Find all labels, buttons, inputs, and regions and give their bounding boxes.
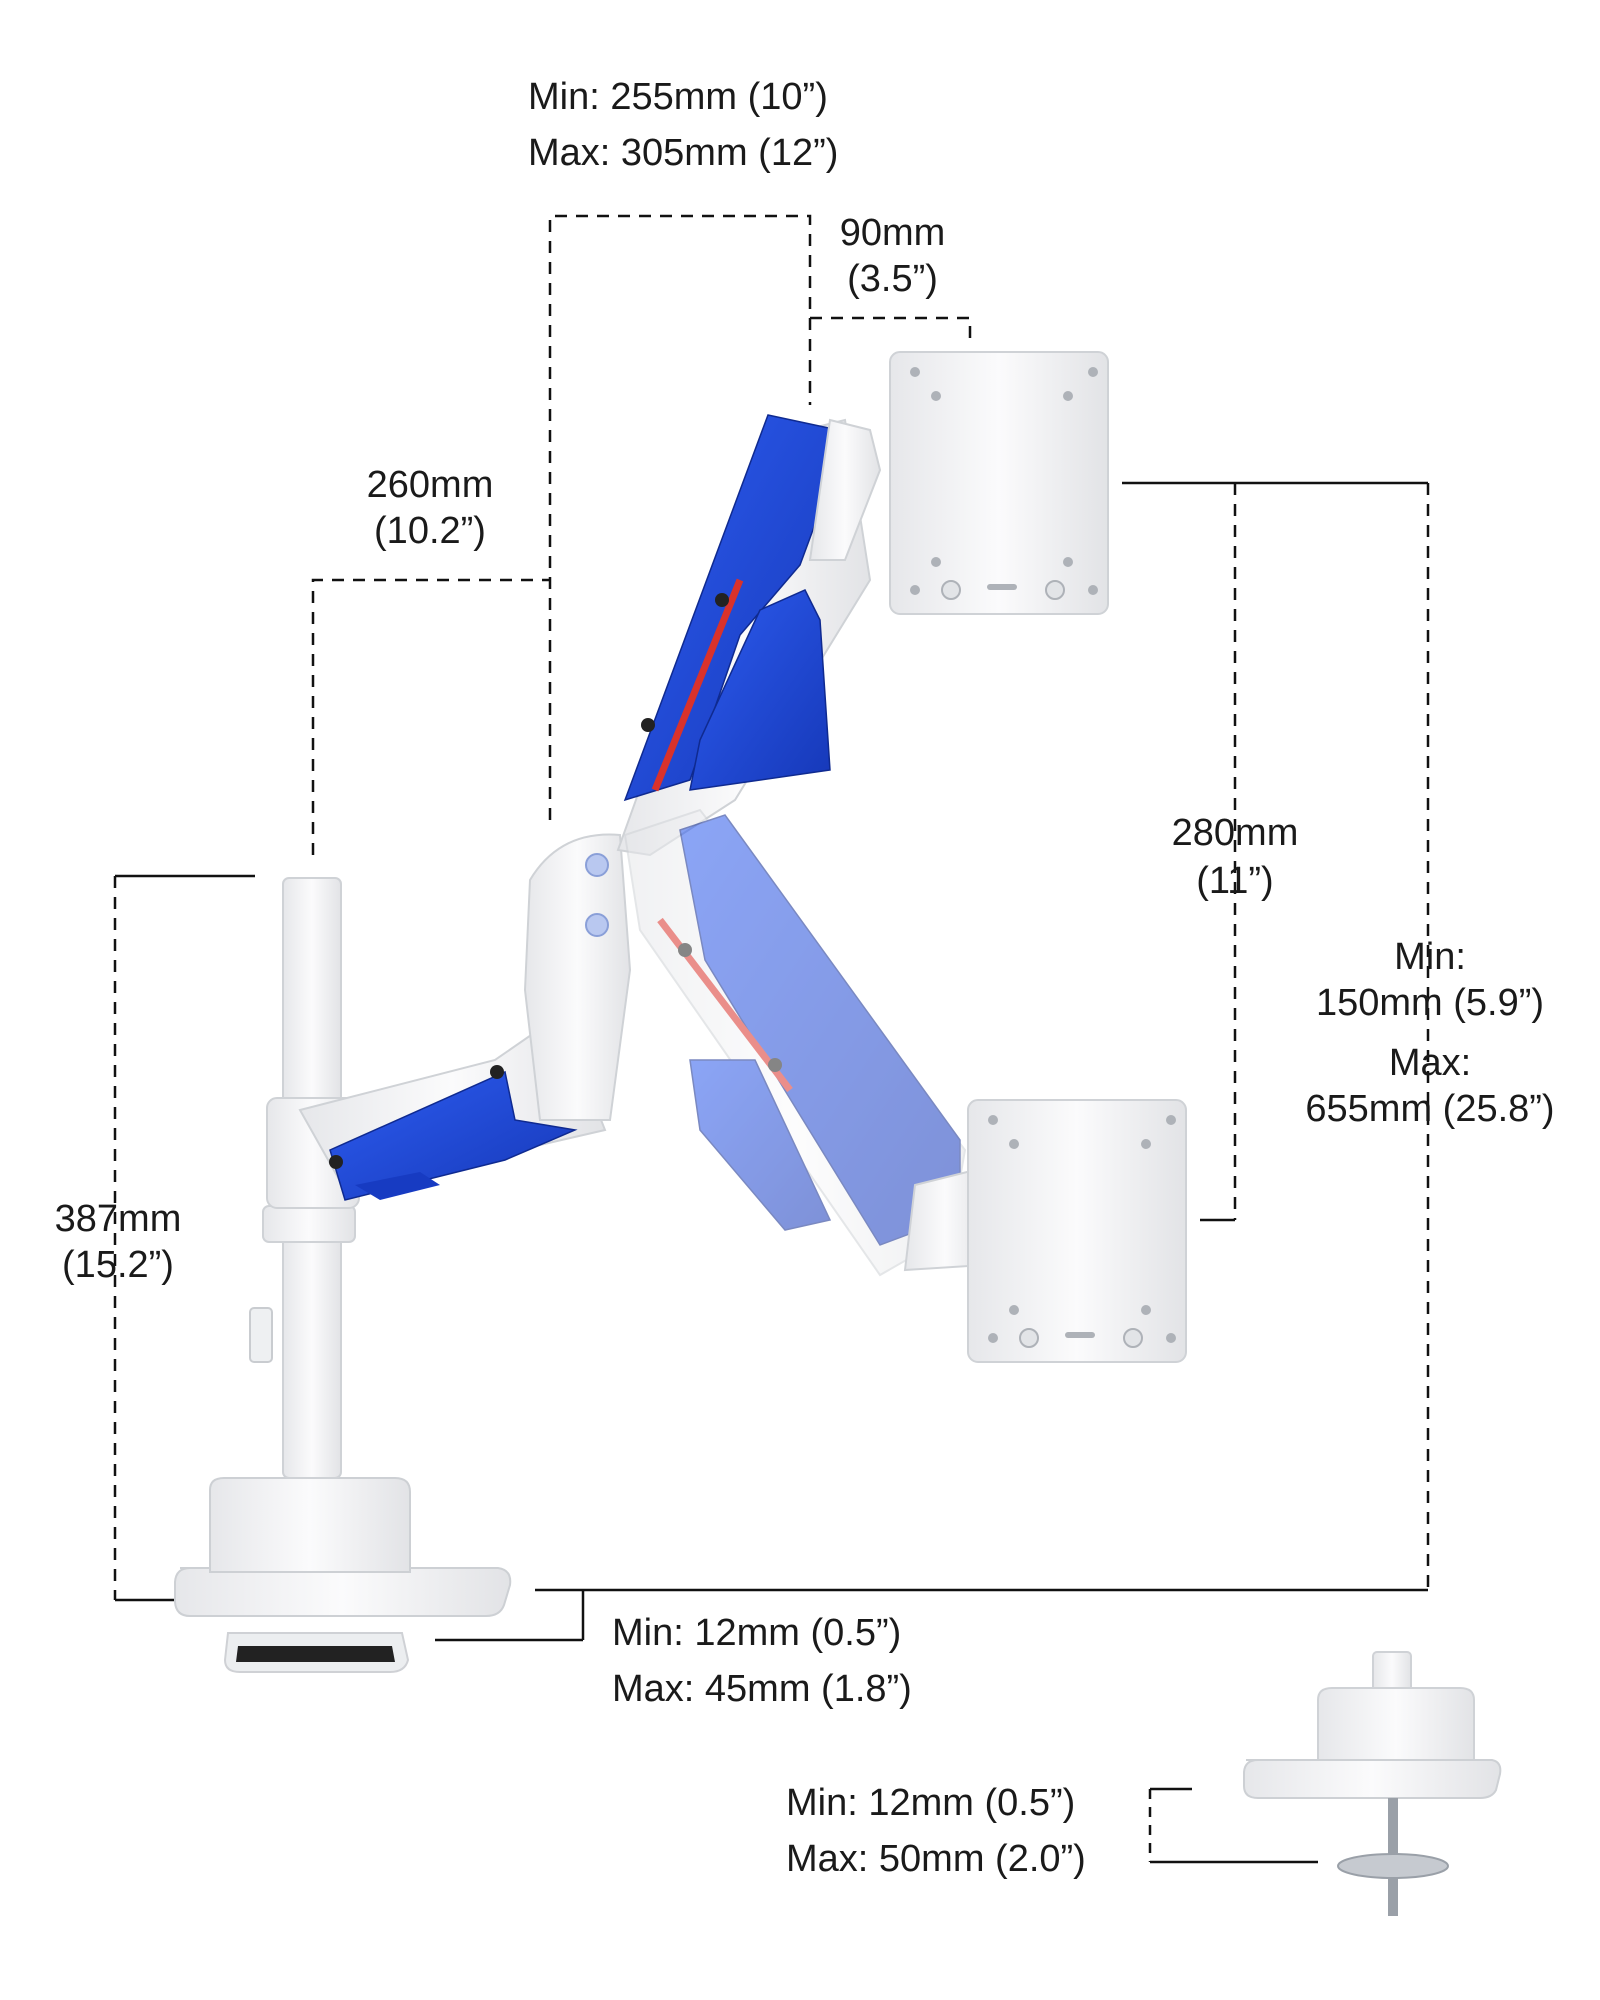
- vertical-travel-bracket: [1122, 481, 1237, 1222]
- pole-height-value: 387mm: [54, 1198, 182, 1240]
- grommet-thickness-bracket: [1148, 1787, 1318, 1864]
- vesa-height-max: 655mm (25.8”): [1305, 1088, 1555, 1130]
- upper-arm-reach-min: Min: 255mm (10”): [528, 76, 828, 118]
- vesa-height-min: 150mm (5.9”): [1315, 982, 1545, 1024]
- lower-arm-value: 260mm: [366, 464, 494, 506]
- vertical-travel-value: 280mm: [1171, 812, 1299, 854]
- lower-arm-bracket: [311, 578, 550, 855]
- clamp-thickness-max: Max: 45mm (1.8”): [612, 1668, 912, 1710]
- head-offset-bracket: [810, 316, 972, 338]
- upper-arm-reach-max: Max: 305mm (12”): [528, 132, 839, 174]
- pole-height-imperial: (15.2”): [62, 1244, 174, 1286]
- vesa-height-min-label: Min:: [1394, 936, 1466, 978]
- upper-arm-raised: [616, 414, 882, 857]
- head-offset-imperial: (3.5”): [847, 258, 938, 300]
- desk-clamp: [174, 1477, 512, 1673]
- grommet-mount: [1243, 1651, 1502, 1916]
- vesa-height-bracket: [535, 481, 1430, 1592]
- grommet-thickness-max: Max: 50mm (2.0”): [786, 1838, 1086, 1880]
- head-offset-value: 90mm: [839, 212, 946, 254]
- lower-arm-imperial: (10.2”): [374, 510, 486, 552]
- upper-arm-lowered: [623, 808, 967, 1277]
- vesa-height-max-label: Max:: [1388, 1042, 1472, 1084]
- clamp-thickness-bracket: [435, 1590, 585, 1642]
- elbow-joint: [523, 833, 632, 1121]
- vesa-plate-raised: [889, 351, 1109, 615]
- vertical-travel-imperial: (11”): [1196, 860, 1274, 902]
- pole-height-bracket: [113, 874, 255, 1602]
- grommet-thickness-min: Min: 12mm (0.5”): [786, 1782, 1076, 1824]
- dimension-lines: [113, 214, 1430, 1864]
- upper-arm-reach-bracket: [548, 214, 812, 820]
- lower-arm: [266, 1013, 607, 1209]
- vesa-plate-lowered: [903, 1099, 1187, 1363]
- clamp-thickness-min: Min: 12mm (0.5”): [612, 1612, 902, 1654]
